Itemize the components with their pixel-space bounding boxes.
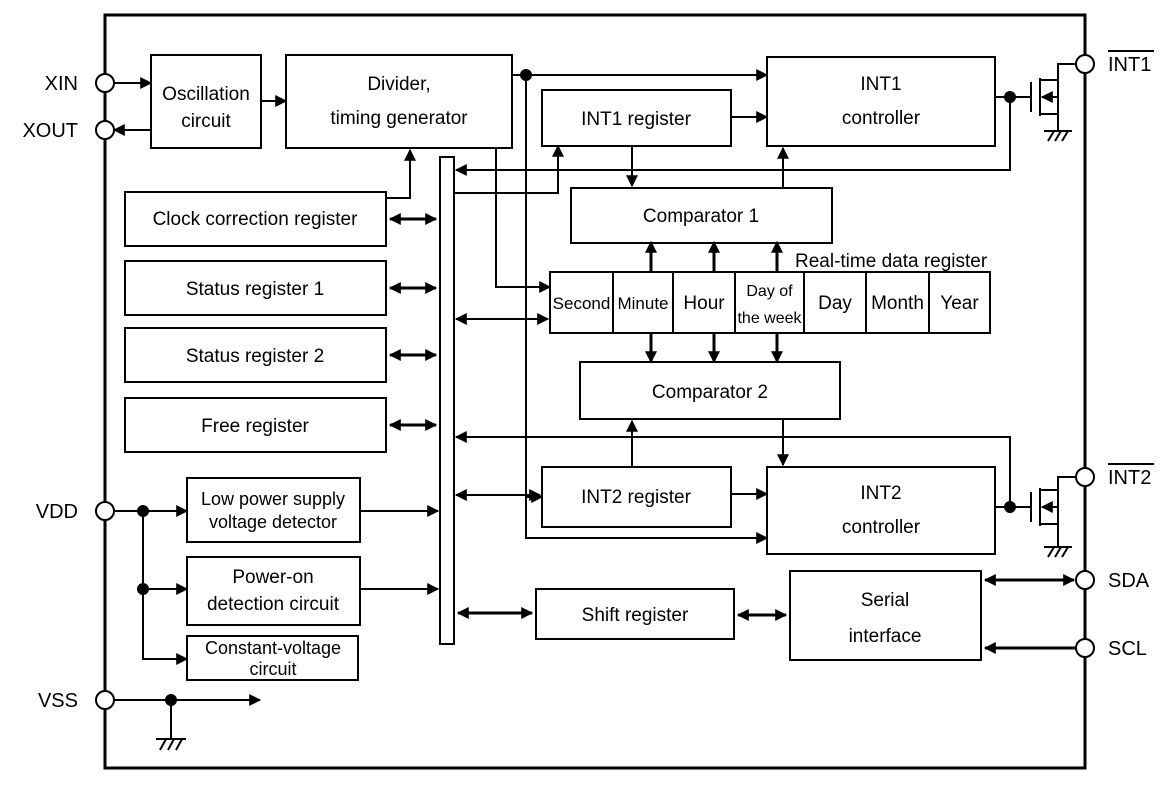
int1-controller-label-2: controller: [842, 108, 921, 129]
realtime-cell-label: Hour: [683, 293, 725, 314]
serial-interface-label-1: Serial: [861, 590, 910, 611]
free-register-label: Free register: [201, 416, 309, 437]
int2-controller-label-1: INT2: [860, 483, 901, 504]
power-on-label-2: detection circuit: [207, 594, 340, 615]
status-register-2-label: Status register 2: [186, 346, 324, 367]
realtime-cell: [803, 271, 867, 334]
clock-correction-register-block: [124, 191, 387, 247]
vdd-pin-label: VDD: [36, 501, 78, 523]
int1-pin: [1075, 54, 1095, 74]
status-register-2-block: [124, 327, 387, 383]
int2-register-label: INT2 register: [581, 487, 691, 508]
realtime-cell: [612, 271, 674, 334]
realtime-register-label: Real-time data register: [795, 251, 988, 272]
clock-correction-to-divider-wire: [386, 148, 416, 199]
realtime-cell-label: the week: [737, 310, 802, 327]
int1-pin-label: INT1: [1108, 54, 1151, 76]
divider-label-1: Divider,: [367, 74, 430, 95]
serial-interface-block: [789, 570, 982, 661]
serial-interface-label-2: interface: [849, 626, 922, 647]
vss-ground-symbol: [156, 700, 186, 751]
realtime-cell: [549, 271, 614, 334]
realtime-cell-label: Day of: [746, 283, 793, 300]
divider-to-int2-controller-wire: [525, 75, 769, 544]
vdd-to-constant-voltage-wire: [142, 511, 189, 665]
int1-controller-block: [766, 56, 996, 147]
low-power-detector-block: [186, 477, 361, 543]
low-power-label-1: Low power supply: [201, 489, 345, 509]
vss-pin: [95, 690, 115, 710]
free-register-block: [124, 397, 387, 453]
int2-output-transistor: [995, 476, 1076, 558]
divider-block: [285, 54, 513, 149]
int2-controller-label-2: controller: [842, 517, 921, 538]
int1-register-label: INT1 register: [581, 109, 691, 130]
status-register-1-block: [124, 260, 387, 316]
xin-pin: [95, 73, 115, 93]
sda-pin: [1075, 570, 1095, 590]
int1-feedback-to-bus-wire: [454, 97, 1011, 176]
constant-voltage-block: [186, 635, 359, 681]
comparator-2-block: [579, 361, 841, 420]
constant-voltage-label-1: Constant-voltage: [205, 638, 341, 658]
internal-bus: [439, 156, 455, 645]
ic-outline: [103, 13, 1087, 770]
int2-feedback-to-bus-wire: [454, 431, 1011, 507]
comparator-2-label: Comparator 2: [652, 382, 768, 403]
shift-register-label: Shift register: [582, 605, 689, 626]
realtime-register-cells: Second Minute Hour Day of the week Day Month Ye…: [549, 271, 991, 334]
power-on-label-1: Power-on: [232, 567, 313, 588]
oscillation-label-1: Oscillation: [162, 84, 250, 105]
realtime-cell-label: Year: [940, 293, 979, 314]
oscillation-circuit-block: [150, 54, 262, 149]
realtime-cell: [734, 271, 805, 334]
shift-register-block: [535, 588, 735, 640]
xout-pin-label: XOUT: [22, 120, 78, 142]
int2-pin-label: INT2: [1108, 467, 1151, 489]
status-register-1-label: Status register 1: [186, 279, 324, 300]
xin-pin-label: XIN: [45, 73, 78, 95]
realtime-cell-label: Day: [818, 293, 852, 314]
int2-pin: [1075, 467, 1095, 487]
vss-pin-label: VSS: [38, 690, 78, 712]
low-power-label-2: voltage detector: [209, 512, 337, 532]
realtime-cell-label: Minute: [617, 294, 668, 313]
oscillation-label-2: circuit: [181, 111, 231, 132]
int2-register-block: [541, 466, 732, 528]
clock-correction-register-label: Clock correction register: [153, 209, 359, 230]
scl-pin-label: SCL: [1108, 638, 1147, 660]
int1-controller-label-1: INT1: [860, 74, 901, 95]
constant-voltage-label-2: circuit: [249, 659, 296, 679]
scl-pin: [1075, 638, 1095, 658]
xout-pin: [95, 120, 115, 140]
int1-output-transistor: [995, 63, 1076, 142]
realtime-cell-label: Second: [553, 294, 611, 313]
vdd-pin: [95, 501, 115, 521]
bus-to-int1-register-wire: [454, 144, 564, 194]
int2-controller-block: [766, 466, 996, 555]
sda-pin-label: SDA: [1108, 570, 1150, 592]
realtime-cell: [928, 271, 991, 334]
comparator-1-label: Comparator 1: [643, 206, 759, 227]
realtime-cell: [865, 271, 930, 334]
divider-to-second-wire: [495, 148, 552, 293]
divider-label-2: timing generator: [330, 108, 468, 129]
realtime-cell-label: Month: [871, 293, 924, 314]
power-on-detection-block: [186, 556, 361, 626]
comparator-1-block: [570, 187, 833, 244]
